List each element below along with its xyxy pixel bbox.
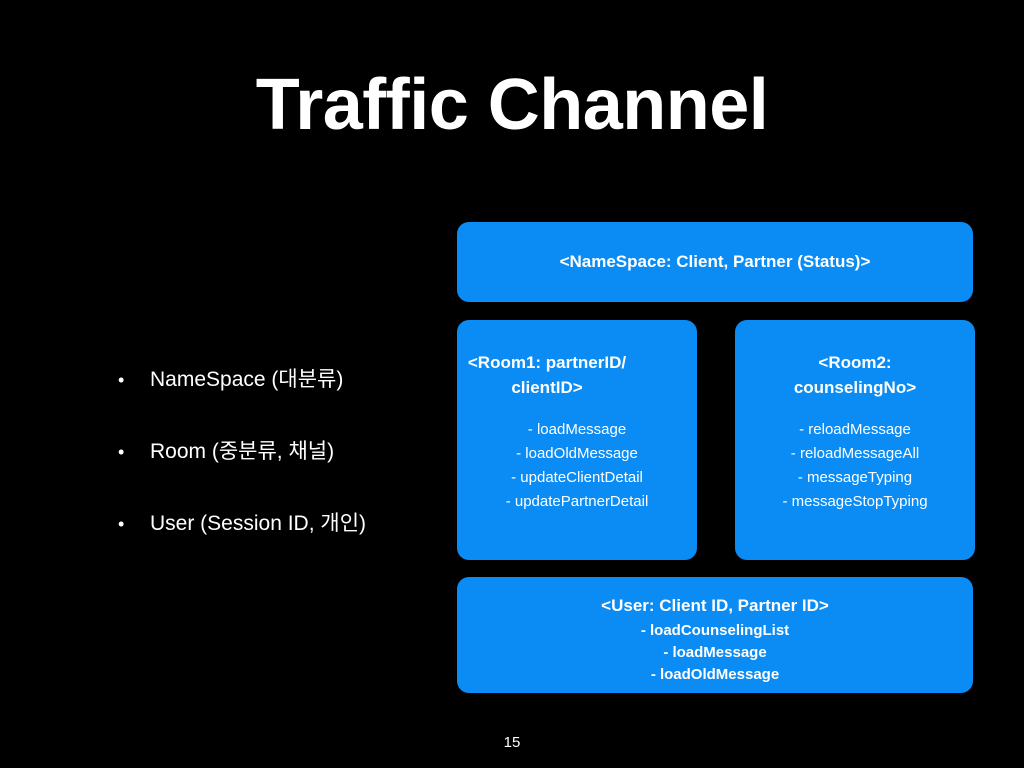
user-label: <User: Client ID, Partner ID> xyxy=(601,596,829,615)
room1-label-line2: clientID> xyxy=(511,378,583,397)
bullet-text: Room (중분류, 채널) xyxy=(150,440,335,463)
user-method: - loadCounselingList xyxy=(640,622,790,639)
room2-label-line2: counselingNo> xyxy=(793,378,917,397)
bullet-item-user: • User (Session ID, 개인) xyxy=(118,504,366,576)
room1-box: <Room1: partnerID/ clientID> - loadMessa… xyxy=(457,320,697,560)
bullet-dot-icon: • xyxy=(118,442,125,462)
user-method-list: - loadCounselingList - loadMessage - loa… xyxy=(457,620,973,686)
page-number: 15 xyxy=(503,734,521,751)
namespace-box: <NameSpace: Client, Partner (Status)> xyxy=(457,222,973,302)
room1-method: - updateClientDetail xyxy=(511,469,643,486)
bullet-text: User (Session ID, 개인) xyxy=(150,512,367,535)
room1-label: <Room1: partnerID/ clientID> xyxy=(457,350,697,400)
room2-box: <Room2: counselingNo> - reloadMessage - … xyxy=(735,320,975,560)
room1-method: - loadMessage xyxy=(527,421,627,438)
bullet-item-namespace: • NameSpace (대분류) xyxy=(118,360,366,432)
room1-method-list: - loadMessage - loadOldMessage - updateC… xyxy=(457,418,697,514)
room1-label-line1: <Room1: partnerID/ xyxy=(467,353,627,372)
room2-method: - messageTyping xyxy=(797,469,913,486)
room2-label: <Room2: counselingNo> xyxy=(735,350,975,400)
bullet-dot-icon: • xyxy=(118,514,125,534)
bullet-text: NameSpace (대분류) xyxy=(150,368,344,391)
user-method: - loadMessage xyxy=(663,644,767,661)
namespace-label: <NameSpace: Client, Partner (Status)> xyxy=(559,252,871,271)
room2-method: - reloadMessage xyxy=(799,421,911,438)
user-method: - loadOldMessage xyxy=(650,666,780,683)
room2-method: - reloadMessageAll xyxy=(790,445,920,462)
room1-method: - updatePartnerDetail xyxy=(505,493,649,510)
room2-method: - messageStopTyping xyxy=(782,493,928,510)
bullet-list: • NameSpace (대분류) • Room (중분류, 채널) • Use… xyxy=(118,360,366,576)
room2-label-line1: <Room2: xyxy=(818,353,892,372)
room1-method: - loadOldMessage xyxy=(516,445,638,462)
room2-method-list: - reloadMessage - reloadMessageAll - mes… xyxy=(735,418,975,514)
bullet-dot-icon: • xyxy=(118,370,125,390)
user-box: <User: Client ID, Partner ID> - loadCoun… xyxy=(457,577,973,693)
bullet-item-room: • Room (중분류, 채널) xyxy=(118,432,366,504)
slide-title: Traffic Channel xyxy=(255,65,769,145)
